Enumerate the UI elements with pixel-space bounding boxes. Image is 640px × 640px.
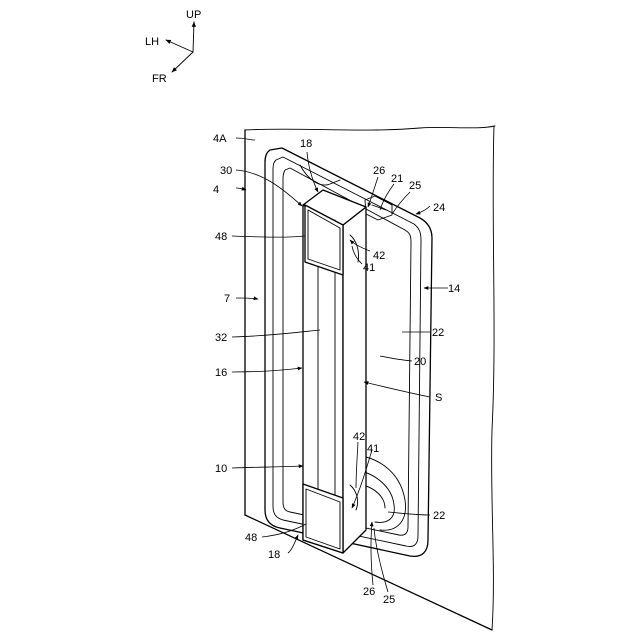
label-18-upper: 18: [300, 138, 312, 150]
label-7: 7: [224, 293, 230, 305]
label-16: 16: [215, 367, 227, 379]
label-18-lower: 18: [268, 549, 280, 561]
orientation-axes: UP LH FR: [145, 9, 201, 85]
axis-lh-label: LH: [145, 36, 159, 48]
label-24: 24: [433, 202, 445, 214]
label-20: 20: [414, 356, 426, 368]
label-42-upper: 42: [373, 250, 385, 262]
label-4: 4: [213, 184, 219, 196]
label-10: 10: [215, 463, 227, 475]
lh-arrow: [166, 40, 193, 52]
fr-arrow: [172, 52, 193, 72]
label-14: 14: [448, 283, 460, 295]
label-30: 30: [220, 165, 232, 177]
axis-fr-label: FR: [152, 73, 167, 85]
label-22-lower: 22: [433, 510, 445, 522]
label-25-lower: 25: [383, 594, 395, 606]
axis-up-label: UP: [186, 9, 201, 21]
label-21: 21: [391, 173, 403, 185]
label-32: 32: [215, 332, 227, 344]
label-42-lower: 42: [353, 431, 365, 443]
label-48-lower: 48: [245, 532, 257, 544]
label-S: S: [435, 392, 442, 404]
label-26-upper: 26: [373, 165, 385, 177]
up-arrow: [193, 22, 194, 52]
label-4A: 4A: [213, 133, 227, 145]
label-22-upper: 22: [432, 327, 444, 339]
label-41-upper: 41: [363, 262, 375, 274]
label-41-lower: 41: [367, 443, 379, 455]
label-25-upper: 25: [409, 180, 421, 192]
label-26-lower: 26: [363, 586, 375, 598]
label-48-upper: 48: [215, 231, 227, 243]
